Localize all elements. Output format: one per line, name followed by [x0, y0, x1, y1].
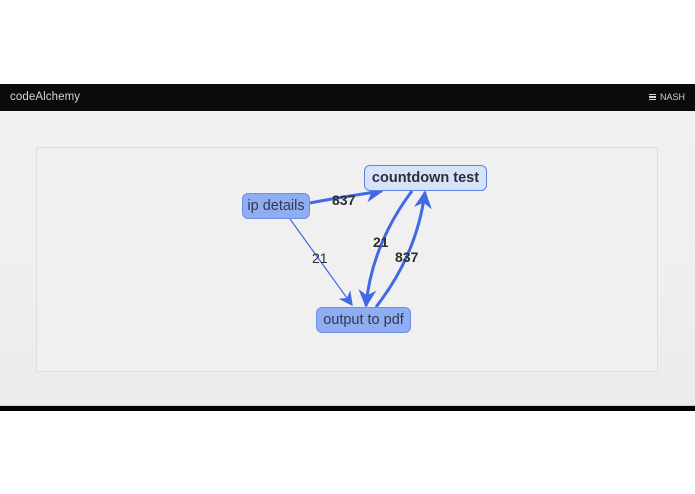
edge-ip-to-output[interactable]: 21: [289, 218, 353, 307]
brand-logo[interactable]: codeAlchemy: [10, 91, 81, 103]
user-name: NASH: [659, 92, 685, 102]
hamburger-menu-icon: [648, 94, 656, 101]
user-menu-button[interactable]: NASH: [648, 92, 685, 102]
edge-countdown-to-output[interactable]: 21: [358, 190, 414, 308]
node-countdown-test[interactable]: countdown test: [364, 165, 487, 191]
edge-label: 21: [373, 234, 389, 250]
edge-label: 21: [312, 250, 328, 266]
node-output-to-pdf[interactable]: output to pdf: [316, 307, 411, 333]
edge-label: 837: [332, 192, 356, 208]
main-content: [0, 111, 695, 406]
edge-label: 837: [395, 249, 419, 265]
edge-output-to-countdown[interactable]: 837: [374, 190, 432, 308]
node-ip-details[interactable]: ip details: [242, 193, 310, 219]
top-nav-bar: codeAlchemy NASH: [0, 84, 695, 111]
bottom-border: [0, 405, 695, 411]
graph-canvas[interactable]: [36, 147, 658, 372]
edge-ip-to-countdown[interactable]: 837: [309, 184, 384, 208]
